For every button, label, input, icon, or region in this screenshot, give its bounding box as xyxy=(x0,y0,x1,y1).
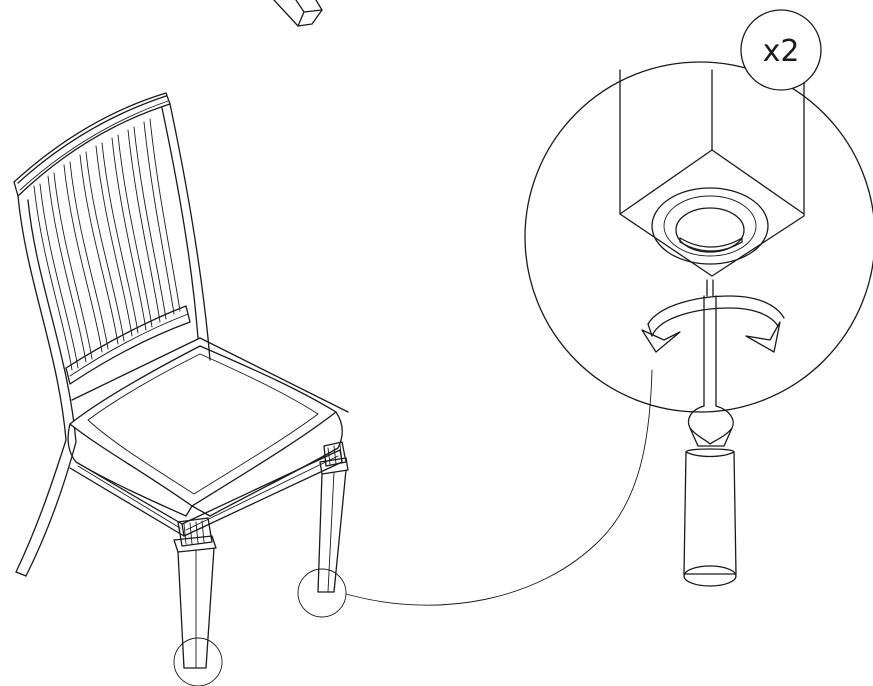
quantity-label: x2 xyxy=(763,34,800,69)
quantity-badge: x2 xyxy=(740,9,822,91)
corner-block-right xyxy=(319,441,349,475)
foot-highlight-circle-icon xyxy=(173,637,223,686)
screwdriver-icon xyxy=(683,279,737,587)
wooden-block-icon xyxy=(273,0,323,27)
chair-icon xyxy=(13,92,349,669)
rotate-arrow-icon xyxy=(641,295,785,353)
quantity-circle-icon xyxy=(740,9,822,91)
foot-highlight-circle-icon xyxy=(297,568,347,618)
corner-block-front xyxy=(173,517,217,553)
leg-bottom-detail-icon xyxy=(524,61,873,413)
leader-line xyxy=(345,369,653,606)
